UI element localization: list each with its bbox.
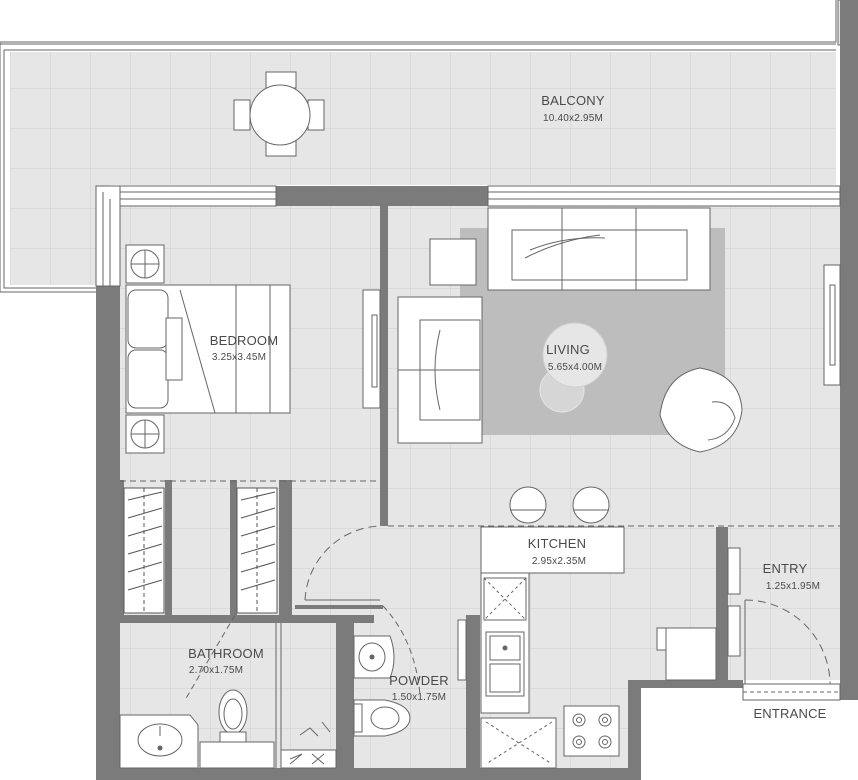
right-wall (840, 0, 858, 700)
kitchen (388, 486, 840, 769)
stove (563, 705, 620, 757)
bedroom-label: BEDROOM (210, 333, 279, 348)
bottom-wall (96, 768, 641, 780)
top-wall-segment (276, 186, 488, 206)
powder (353, 605, 467, 737)
living-size: 5.65x4.00M (548, 362, 602, 373)
side-table (429, 238, 477, 286)
entry-size: 1.25x1.95M (766, 581, 820, 592)
kitchen-island (480, 526, 625, 574)
bedroom-furniture (120, 244, 381, 482)
living-window (487, 185, 841, 207)
left-wall (96, 285, 120, 780)
windows (95, 185, 841, 287)
kitchen-size: 2.95x2.35M (532, 556, 586, 567)
bathroom-size: 2.70x1.75M (189, 665, 243, 676)
living-label: LIVING (546, 342, 590, 357)
powder-label: POWDER (389, 673, 449, 688)
balcony-size: 10.40x2.95M (543, 113, 603, 124)
living-furniture (397, 207, 841, 453)
bar-stool (509, 486, 547, 524)
coffee-table (542, 322, 608, 388)
washbasin (137, 723, 183, 757)
bedroom-living-partition (380, 206, 388, 526)
balcony-dining-set (233, 71, 325, 157)
entry-cabinet (727, 547, 741, 595)
kitchen-label: KITCHEN (528, 536, 586, 551)
shower-tray (280, 749, 337, 769)
entrance-label: ENTRANCE (753, 706, 826, 721)
fridge (665, 627, 717, 681)
entry-cabinet (727, 605, 741, 657)
entry-label: ENTRY (763, 561, 808, 576)
sofa (487, 207, 711, 291)
bedroom-size: 3.25x3.45M (212, 352, 266, 363)
room-labels: BALCONY 10.40x2.95M BEDROOM 3.25x3.45M L… (188, 93, 826, 721)
balcony-label: BALCONY (541, 93, 605, 108)
bathroom (119, 614, 337, 769)
wardrobe-left (123, 487, 165, 614)
balcony-table (249, 84, 311, 146)
wardrobe-right (236, 487, 278, 614)
bedroom-door (304, 525, 381, 601)
lounge-chair (659, 367, 743, 453)
powder-size: 1.50x1.75M (392, 692, 446, 703)
wardrobes (123, 487, 278, 614)
bar-stool (572, 486, 610, 524)
bathroom-label: BATHROOM (188, 646, 264, 661)
entry (727, 547, 841, 701)
walls (96, 0, 858, 780)
bedroom-window (95, 185, 277, 207)
